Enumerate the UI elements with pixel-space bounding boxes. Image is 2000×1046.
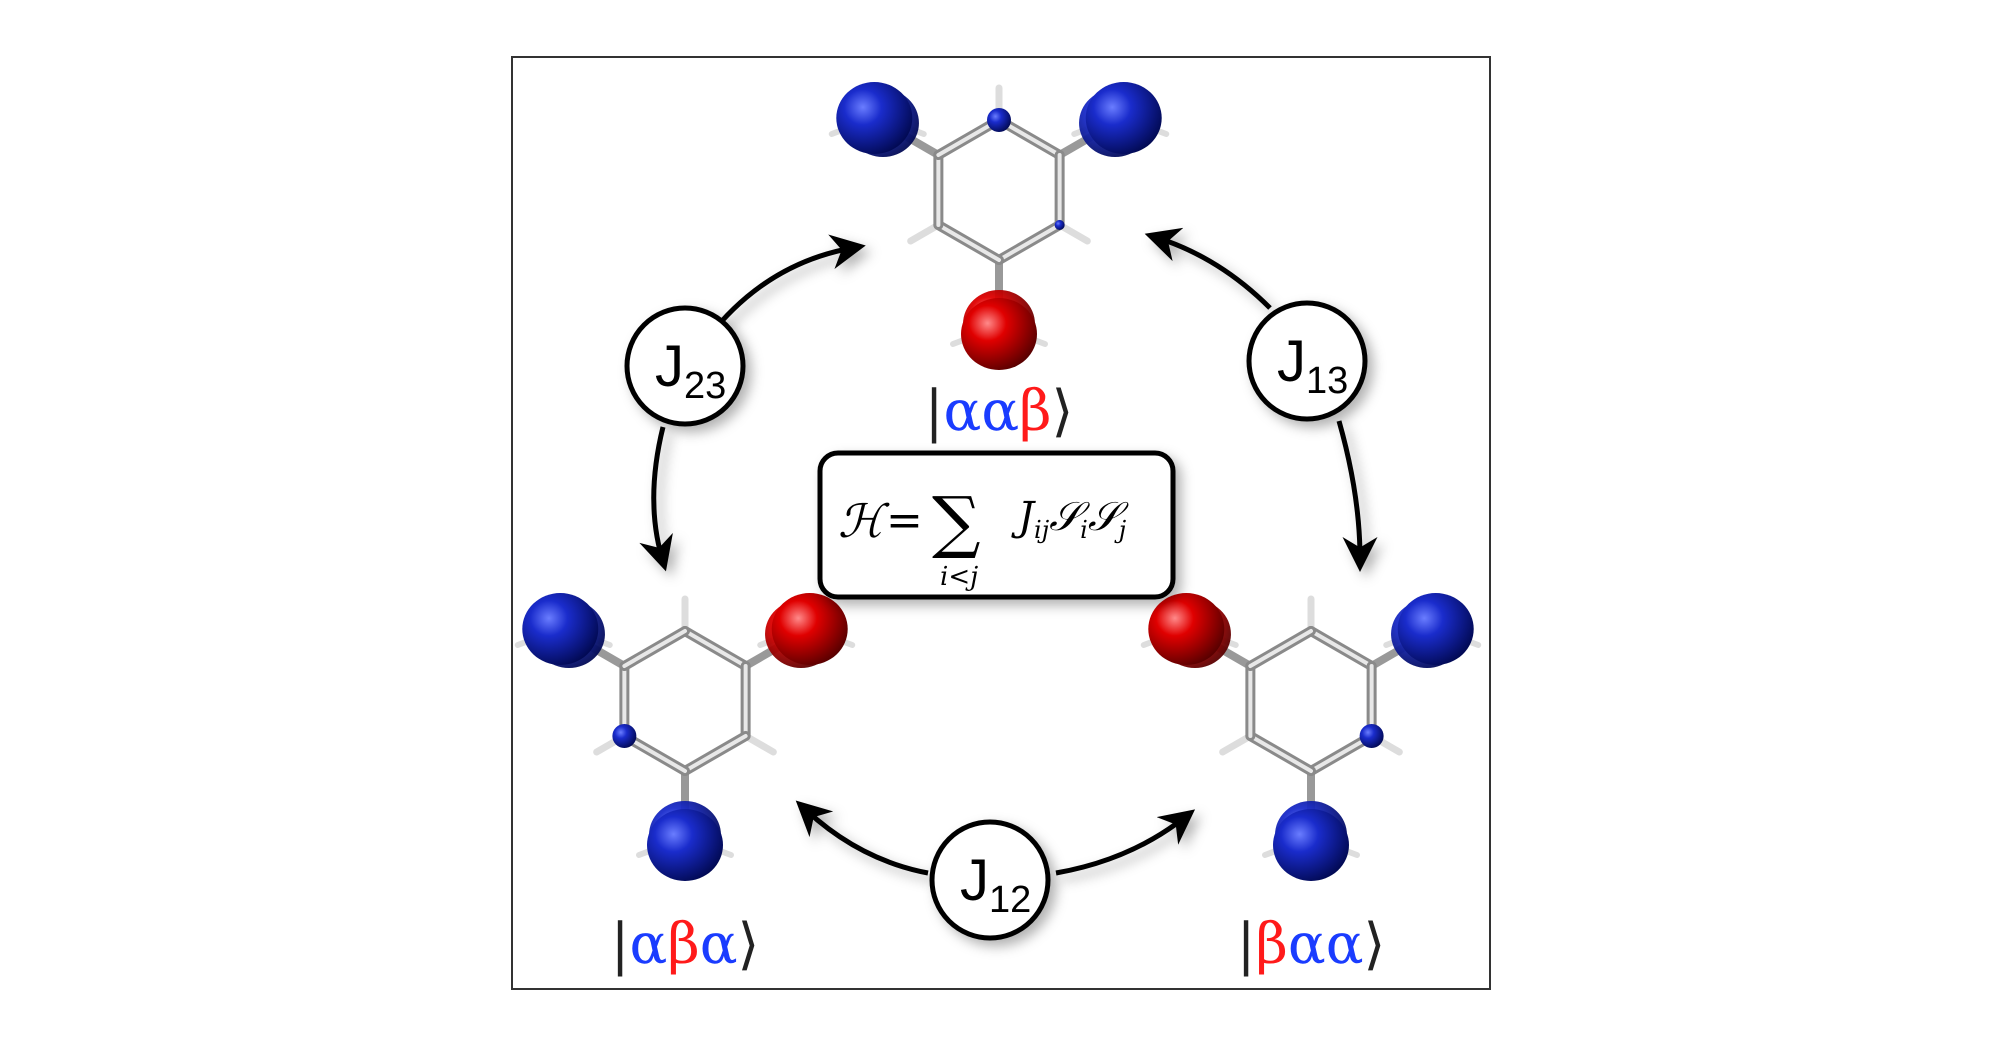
arrows: [639, 227, 1378, 876]
molecule-top: [828, 82, 1170, 370]
arrow-j23-to-top: [719, 234, 866, 324]
spin-density-lobe-alpha: [836, 82, 913, 154]
svg-text:J13: J13: [1277, 329, 1348, 402]
nitrogen-atom: [612, 724, 637, 748]
hydrogen-bond: [1056, 221, 1091, 245]
coupling-j13: J13: [1246, 300, 1368, 422]
ring-bond-highlight: [683, 734, 748, 773]
equals-sign: =: [886, 495, 923, 546]
spin-density-lobe-beta: [1148, 593, 1225, 665]
state-label-bottom-left: |αβα⟩: [611, 912, 760, 977]
sum-symbol: ∑: [932, 483, 981, 562]
nitrogen-atom: [1054, 220, 1065, 230]
molecules: [514, 82, 1482, 881]
spin-density-lobe-alpha: [1397, 593, 1474, 665]
hydrogen-bond: [907, 221, 942, 245]
arrow-j13-to-bottom-right: [1336, 420, 1378, 572]
ring-bond-highlight: [1248, 629, 1313, 668]
nitrogen-atom: [987, 108, 1011, 132]
ring-bond-highlight: [1248, 734, 1313, 773]
spin-density-lobe-alpha: [647, 809, 723, 881]
ring-bond-highlight: [683, 629, 748, 668]
ring-bond-highlight: [936, 223, 1001, 262]
spin-density-lobe-alpha: [1085, 82, 1162, 154]
ring-bond-highlight: [997, 223, 1062, 262]
spin-density-lobe-beta: [771, 593, 848, 665]
ring-bond-highlight: [1309, 629, 1374, 668]
arrow-j13-to-top: [1144, 227, 1272, 310]
state-label-top: |ααβ⟩: [925, 379, 1074, 444]
molecule-bottom-right: [1140, 593, 1482, 881]
spin-density-lobe-beta: [961, 298, 1037, 370]
coupling-j23: J23: [624, 305, 746, 427]
svg-text:J23: J23: [655, 334, 726, 407]
spin-density-lobe-alpha: [522, 593, 599, 665]
hamiltonian-symbol: ℋ: [838, 494, 890, 548]
coupling-j12: J12: [929, 819, 1051, 941]
nitrogen-atom: [1359, 724, 1384, 748]
arrow-j12-to-bottom-left: [795, 800, 929, 876]
state-label-bottom-right: |βαα⟩: [1237, 912, 1386, 977]
spin-density-lobe-alpha: [1273, 809, 1349, 881]
arrow-j23-to-bottom-left: [639, 426, 673, 572]
ring-bond-highlight: [622, 629, 687, 668]
arrow-j12-to-bottom-right: [1055, 809, 1196, 876]
svg-text:J12: J12: [960, 848, 1031, 921]
molecule-bottom-left: [514, 593, 856, 881]
hydrogen-bond: [742, 732, 777, 756]
coupling-term: Jij𝒮i𝒮j: [1011, 494, 1129, 544]
hydrogen-bond: [1219, 732, 1254, 756]
hamiltonian-box: ℋ = ∑ i<j Jij𝒮i𝒮j: [817, 450, 1176, 600]
sum-index: i<j: [940, 562, 978, 592]
